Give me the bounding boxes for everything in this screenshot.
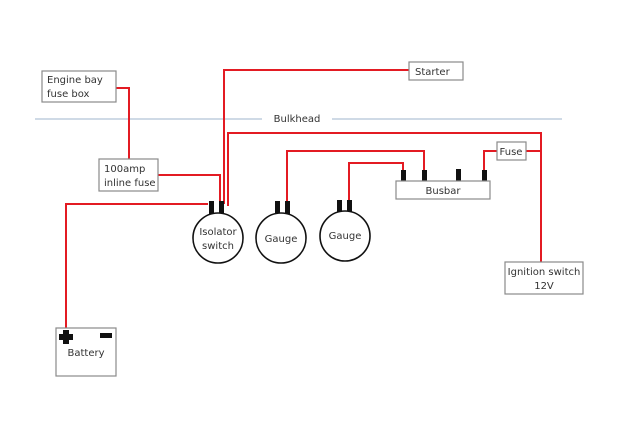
wire-inline-fuse-to-isolator bbox=[158, 174, 221, 204]
starter-box: Starter bbox=[408, 61, 464, 81]
battery: Battery bbox=[55, 327, 117, 377]
engine-bay-fuse-box-line1: Engine bay bbox=[47, 75, 103, 86]
isolator-line2: switch bbox=[202, 241, 234, 252]
ignition-switch-box: Ignition switch 12V bbox=[504, 261, 584, 295]
engine-bay-fuse-box: Engine bay fuse box bbox=[41, 70, 117, 103]
gauge-1-terminal-left bbox=[275, 201, 280, 214]
wire-battery-to-isolator bbox=[65, 203, 208, 330]
gauge-2-terminal-left bbox=[337, 200, 342, 213]
battery-positive-icon bbox=[59, 330, 73, 344]
isolator-terminal-left bbox=[209, 201, 214, 214]
busbar-terminal-1 bbox=[401, 170, 406, 182]
wire-starter-to-isolator bbox=[223, 69, 409, 204]
inline-fuse-box: 100amp inline fuse bbox=[98, 158, 159, 192]
gauge-1-label: Gauge bbox=[265, 234, 298, 245]
wire-busbar-to-gauge-1 bbox=[286, 150, 425, 204]
ignition-switch-line1: Ignition switch bbox=[508, 267, 581, 278]
gauge-2-label: Gauge bbox=[329, 231, 362, 242]
bulkhead-label: Bulkhead bbox=[274, 114, 321, 125]
ignition-switch-line2: 12V bbox=[534, 281, 554, 292]
busbar-terminal-4 bbox=[482, 170, 487, 182]
busbar-label: Busbar bbox=[426, 186, 462, 197]
fuse-label: Fuse bbox=[500, 147, 523, 158]
wire-isolator-to-ignition-switch bbox=[227, 132, 542, 262]
gauge-2: Gauge bbox=[319, 200, 371, 262]
wire-busbar-to-gauge-2 bbox=[348, 162, 404, 203]
engine-bay-fuse-box-line2: fuse box bbox=[47, 89, 90, 100]
starter-label: Starter bbox=[415, 67, 451, 78]
gauge-2-terminal-right bbox=[347, 200, 352, 213]
isolator-line1: Isolator bbox=[199, 227, 237, 238]
busbar: Busbar bbox=[395, 169, 491, 200]
isolator-switch: Isolator switch bbox=[192, 201, 244, 264]
isolator-terminal-right bbox=[219, 201, 224, 214]
gauge-1-terminal-right bbox=[285, 201, 290, 214]
busbar-terminal-2 bbox=[422, 170, 427, 182]
battery-label: Battery bbox=[67, 348, 104, 359]
wire-fuse-to-busbar bbox=[483, 150, 497, 172]
fuse-box: Fuse bbox=[496, 141, 527, 161]
inline-fuse-line1: 100amp bbox=[104, 164, 145, 175]
inline-fuse-line2: inline fuse bbox=[104, 178, 156, 189]
busbar-terminal-3 bbox=[456, 169, 461, 182]
gauge-1: Gauge bbox=[255, 201, 307, 264]
wire-fusebox-to-inline-fuse bbox=[116, 87, 130, 160]
battery-negative-icon bbox=[100, 333, 112, 338]
